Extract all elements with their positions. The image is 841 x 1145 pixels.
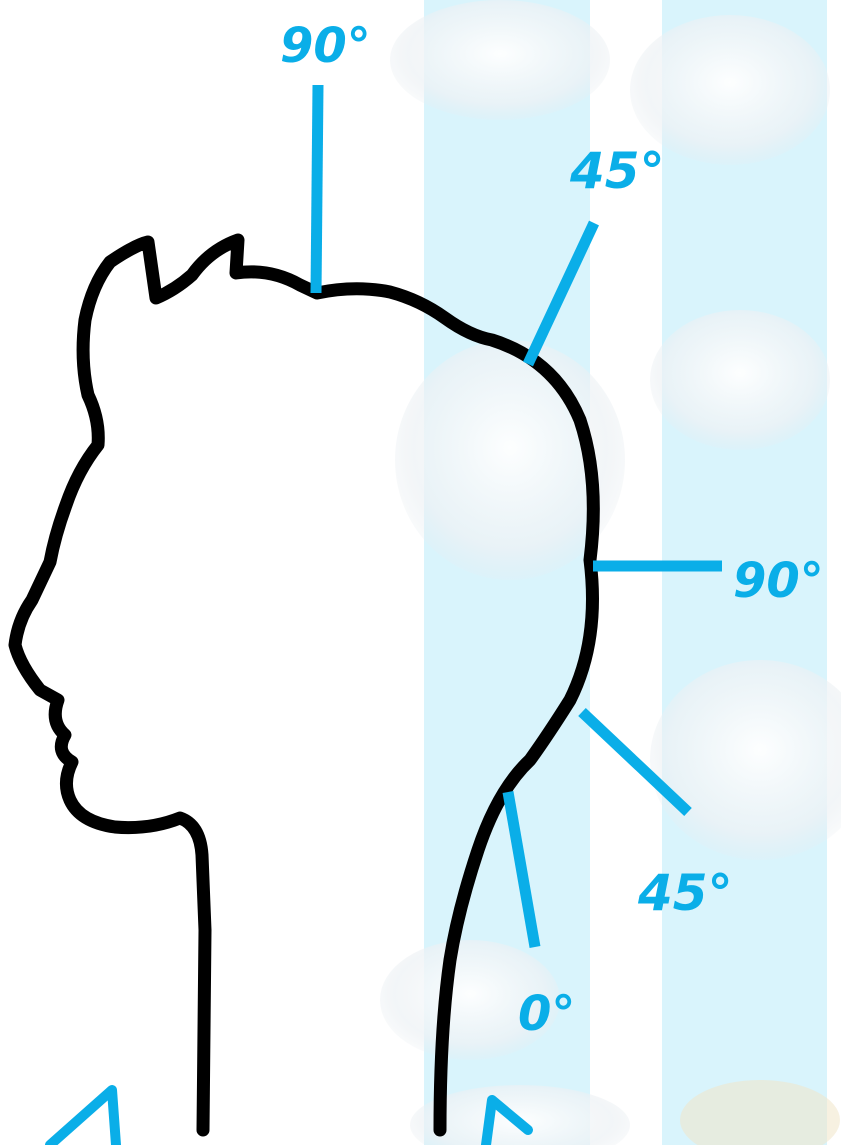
top-indicator-line	[316, 85, 318, 293]
lower-back-angle-label: 45°	[637, 864, 733, 922]
upper-back-angle-label: 45°	[569, 142, 665, 200]
cloud	[650, 310, 830, 450]
neck-angle-label: 0°	[518, 986, 575, 1042]
top-angle-label: 90°	[280, 18, 371, 74]
cloud	[390, 0, 610, 120]
back-angle-label: 90°	[733, 553, 824, 609]
